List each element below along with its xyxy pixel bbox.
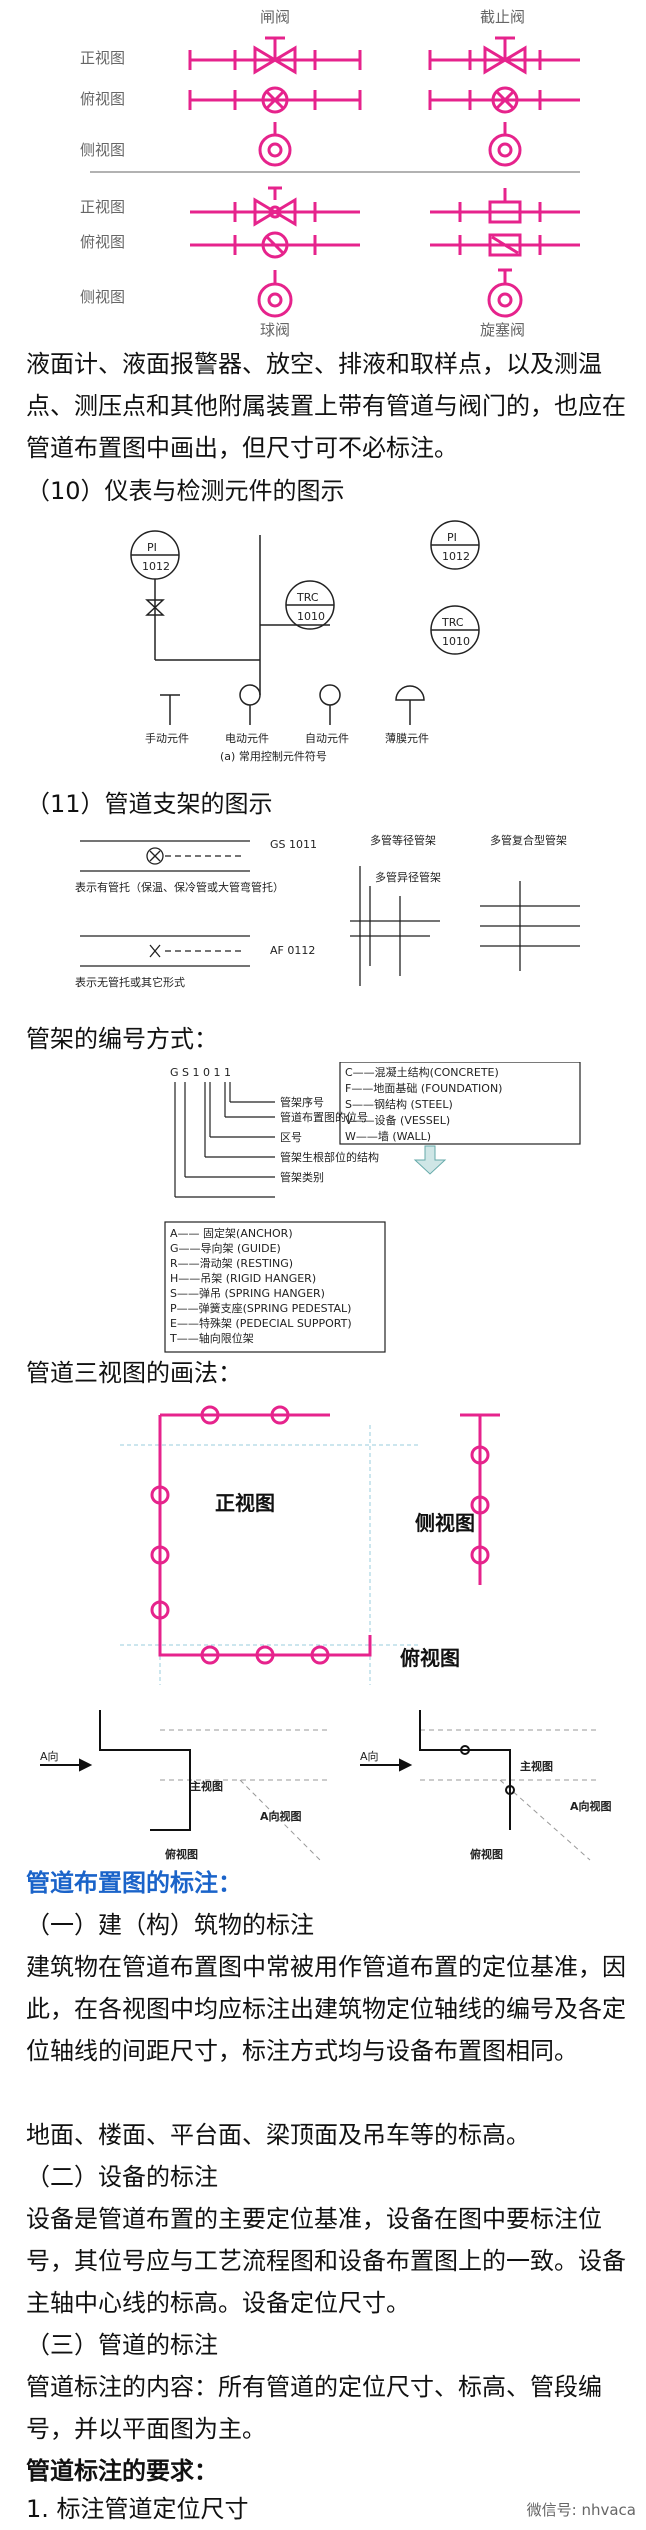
without-shoe-note: 表示无管托或其它形式 bbox=[75, 975, 185, 989]
category-item: E——特殊架 (PEDECIAL SUPPORT) bbox=[170, 1316, 352, 1330]
subheading-equipment: （二）设备的标注 bbox=[26, 2163, 218, 2191]
requirement-1: 1. 标注管道定位尺寸 bbox=[26, 2495, 249, 2523]
iso-a-view-left: A向视图 bbox=[260, 1809, 302, 1823]
front-view-label-2: 正视图 bbox=[80, 198, 125, 216]
pipe-support-figure: GS 1011 表示有管托（保温、保冷管或大管弯管托） AF 0112 表示无管… bbox=[75, 833, 580, 989]
heading-three-view: 管道三视图的画法： bbox=[26, 1359, 242, 1387]
category-item: S——弹吊 (SPRING HANGER) bbox=[170, 1286, 325, 1300]
layout-no-label: 管道布置图的位号 bbox=[280, 1110, 368, 1124]
diaphragm-element-label: 薄膜元件 bbox=[385, 731, 429, 745]
multi-combined-label: 多管复合型管架 bbox=[490, 833, 567, 847]
category-item: H——吊架 (RIGID HANGER) bbox=[170, 1272, 316, 1285]
iso-a-dir-left: A向 bbox=[40, 1749, 59, 1763]
plug-valve-label: 旋塞阀 bbox=[480, 321, 525, 339]
category-item: T——轴向限位架 bbox=[169, 1331, 254, 1345]
requirements-title: 管道标注的要求： bbox=[26, 2457, 218, 2485]
paragraph-elevations: 地面、楼面、平台面、梁顶面及吊车等的标高。 bbox=[26, 2121, 530, 2149]
subheading-building: （一）建（构）筑物的标注 bbox=[26, 1911, 314, 1939]
instrument-symbols-figure: PI 1012 TRC 1010 PI 1012 TRC 1010 手动元件 电… bbox=[130, 520, 480, 763]
category-item: P——弹簧支座(SPRING PEDESTAL) bbox=[170, 1301, 351, 1315]
heading-numbering: 管架的编号方式： bbox=[26, 1025, 218, 1053]
trc-tag-top: TRC bbox=[296, 591, 319, 604]
gate-valve-label: 闸阀 bbox=[260, 8, 290, 26]
pi-tag-bottom-right: 1012 bbox=[442, 550, 470, 563]
gs-support-code: GS 1011 bbox=[270, 838, 317, 851]
code-chars: G S 1 0 1 1 bbox=[170, 1066, 231, 1079]
electric-element-label: 电动元件 bbox=[225, 732, 269, 745]
auto-element-label: 自动元件 bbox=[305, 732, 349, 745]
structure-item: V——设备 (VESSEL) bbox=[345, 1113, 450, 1127]
structure-item: C——混凝土结构(CONCRETE) bbox=[345, 1065, 499, 1079]
trc-tag-bottom-right: 1010 bbox=[442, 635, 470, 648]
seq-label: 管架序号 bbox=[280, 1095, 324, 1109]
paragraph-building: 建筑物在管道布置图中常被用作管道布置的定位基准，因此，在各视图中均应标注出建筑物… bbox=[26, 1953, 626, 2065]
three-view-side: 侧视图 bbox=[415, 1511, 475, 1535]
paragraph-equipment: 设备是管道布置的主要定位基准，设备在图中要标注位号，其位号应与工艺流程图和设备布… bbox=[26, 2205, 626, 2317]
trc-tag-top-right: TRC bbox=[441, 616, 464, 629]
valve-symbols-figure: 闸阀 截止阀 正视图 俯视图 侧视图 正视图 俯视图 侧视图 球阀 旋塞阀 bbox=[80, 8, 580, 339]
multi-equal-label: 多管等径管架 bbox=[370, 833, 436, 847]
trc-tag-bottom: 1010 bbox=[297, 610, 325, 623]
manual-element-label: 手动元件 bbox=[145, 731, 189, 745]
instrument-caption: (a) 常用控制元件符号 bbox=[220, 749, 327, 763]
wechat-watermark: 微信号: nhvaca bbox=[526, 2501, 636, 2519]
top-view-label-1: 俯视图 bbox=[80, 90, 125, 108]
with-shoe-note: 表示有管托（保温、保冷管或大管弯管托） bbox=[75, 880, 284, 894]
category-item: A—— 固定架(ANCHOR) bbox=[170, 1226, 293, 1240]
category-item: R——滑动架 (RESTING) bbox=[170, 1257, 293, 1270]
iso-a-view-right: A向视图 bbox=[570, 1799, 612, 1813]
pi-tag-top: PI bbox=[147, 541, 157, 554]
front-view-label-1: 正视图 bbox=[80, 49, 125, 67]
three-view-top: 俯视图 bbox=[400, 1646, 460, 1670]
intro-paragraph: 液面计、液面报警器、放空、排液和取样点，以及测温点、测压点和其他附属装置上带有管… bbox=[26, 350, 626, 462]
iso-main-view-left: 主视图 bbox=[190, 1779, 223, 1793]
structure-list: C——混凝土结构(CONCRETE) F——地面基础 (FOUNDATION) … bbox=[345, 1065, 502, 1143]
three-view-figure: 正视图 侧视图 俯视图 bbox=[120, 1405, 500, 1685]
category-list: A—— 固定架(ANCHOR) G——导向架 (GUIDE) R——滑动架 (R… bbox=[169, 1226, 352, 1345]
iso-top-view-right: 俯视图 bbox=[470, 1847, 503, 1861]
paragraph-pipe: 管道标注的内容：所有管道的定位尺寸、标高、管段编号，并以平面图为主。 bbox=[26, 2373, 602, 2443]
isometric-view-figure: A向 主视图 A向视图 俯视图 A向 主视图 A向视图 俯视图 bbox=[40, 1710, 612, 1861]
iso-a-dir-right: A向 bbox=[360, 1749, 379, 1763]
category-item: G——导向架 (GUIDE) bbox=[170, 1241, 281, 1255]
support-numbering-figure: G S 1 0 1 1 管架序号 管道布置图的位号 区号 管架生根部位的结构 管… bbox=[164, 1062, 581, 1353]
iso-main-view-right: 主视图 bbox=[520, 1759, 553, 1773]
section-title: 管道布置图的标注： bbox=[26, 1869, 242, 1897]
structure-item: W——墙 (WALL) bbox=[345, 1129, 431, 1143]
zone-label: 区号 bbox=[280, 1131, 302, 1144]
root-structure-label: 管架生根部位的结构 bbox=[280, 1150, 379, 1164]
structure-item: F——地面基础 (FOUNDATION) bbox=[345, 1082, 502, 1095]
pi-tag-top-right: PI bbox=[447, 531, 457, 544]
structure-item: S——钢结构 (STEEL) bbox=[345, 1097, 453, 1111]
af-support-code: AF 0112 bbox=[270, 944, 315, 957]
three-view-front: 正视图 bbox=[215, 1491, 275, 1515]
side-view-label-1: 侧视图 bbox=[80, 141, 125, 159]
iso-top-view-left: 俯视图 bbox=[165, 1847, 198, 1861]
side-view-label-2: 侧视图 bbox=[80, 288, 125, 306]
pi-tag-bottom: 1012 bbox=[142, 560, 170, 573]
heading-instruments: （10）仪表与检测元件的图示 bbox=[26, 477, 345, 505]
heading-supports: （11）管道支架的图示 bbox=[26, 790, 273, 818]
globe-valve-label: 截止阀 bbox=[480, 8, 525, 26]
ball-valve-label: 球阀 bbox=[260, 321, 290, 339]
multi-diff-label: 多管异径管架 bbox=[375, 870, 441, 884]
top-view-label-2: 俯视图 bbox=[80, 233, 125, 251]
subheading-pipe: （三）管道的标注 bbox=[26, 2331, 218, 2359]
category-label: 管架类别 bbox=[280, 1170, 324, 1184]
